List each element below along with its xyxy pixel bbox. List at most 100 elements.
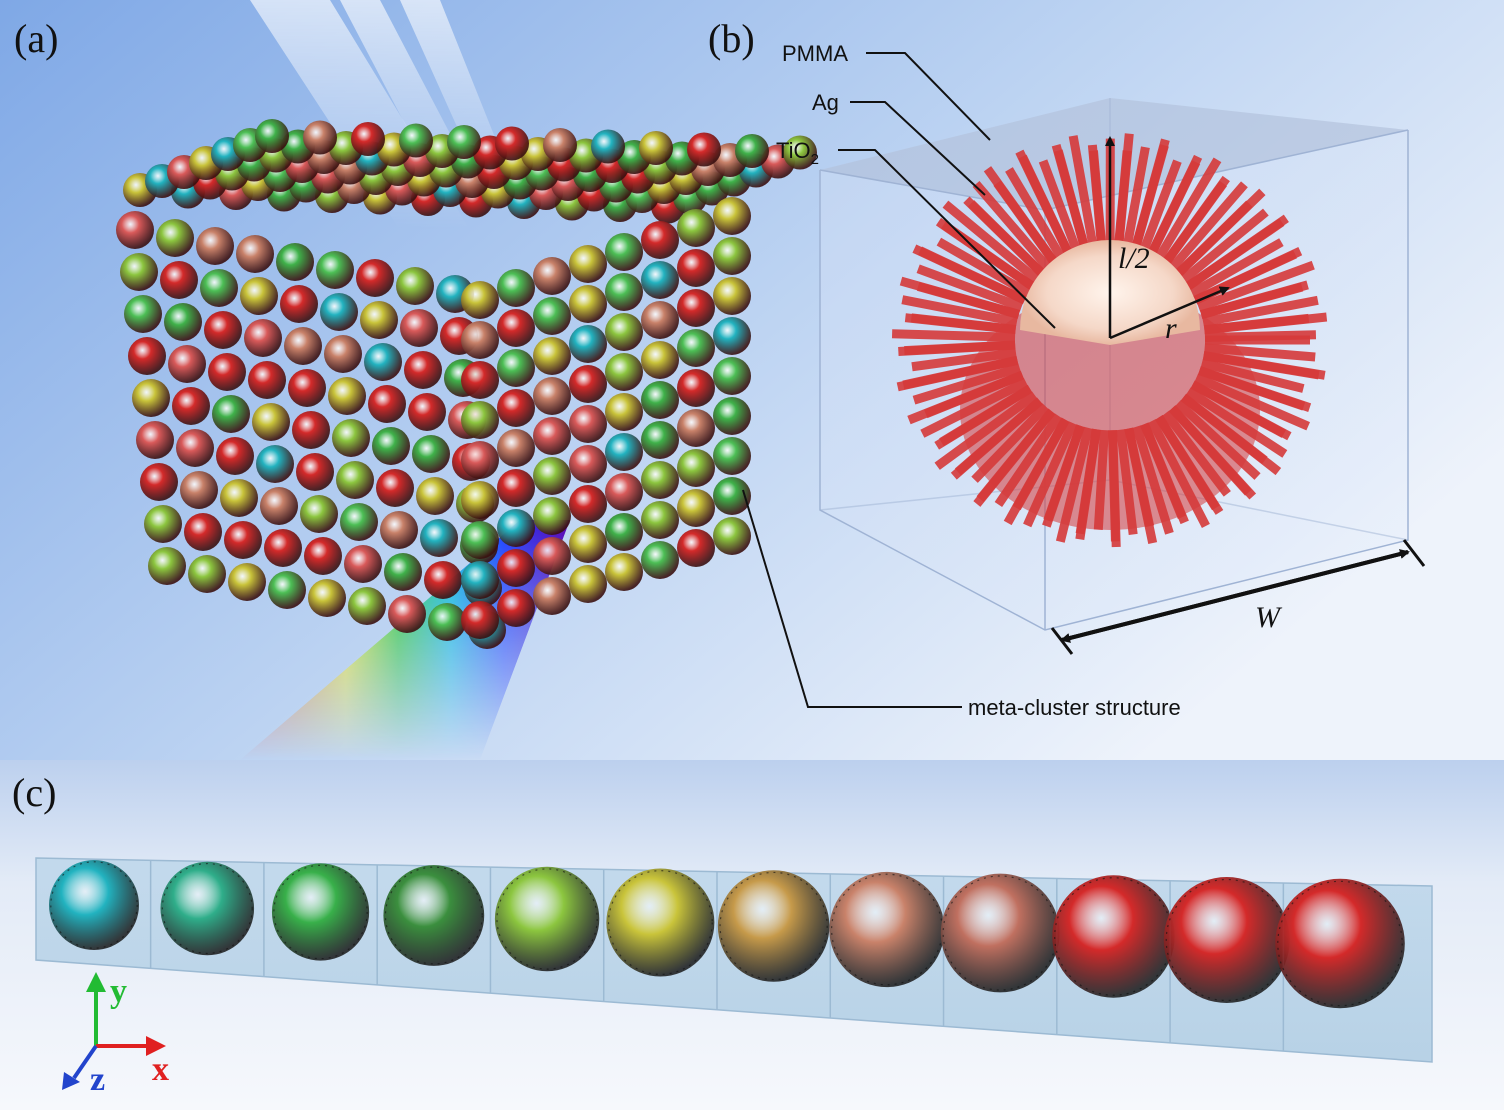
cluster-sphere <box>677 249 715 287</box>
cluster-sphere <box>605 353 643 391</box>
cluster-sphere <box>461 521 499 559</box>
ag-rod <box>1113 150 1132 251</box>
cluster-sphere <box>248 361 286 399</box>
cluster-sphere <box>461 601 499 639</box>
cluster-sphere <box>204 311 242 349</box>
strip-sphere <box>1052 875 1175 998</box>
cluster-sphere <box>244 319 282 357</box>
ag-rod <box>1087 144 1107 251</box>
tio2-label-base: TiO <box>776 138 811 163</box>
cluster-sphere <box>461 281 499 319</box>
cluster-sphere <box>605 233 643 271</box>
cluster-sphere <box>461 321 499 359</box>
cluster-sphere <box>308 579 346 617</box>
cluster-sphere <box>144 505 182 543</box>
cluster-sphere <box>569 285 607 323</box>
cluster-sphere <box>641 381 679 419</box>
cluster-sphere <box>292 411 330 449</box>
cluster-sphere <box>569 365 607 403</box>
cluster-sphere <box>533 537 571 575</box>
z-axis-arrowhead <box>62 1072 80 1090</box>
strip-sphere <box>829 871 945 988</box>
cluster-sphere <box>200 269 238 307</box>
cluster-sphere <box>713 397 751 435</box>
strip-sphere-rod-pattern <box>719 871 828 981</box>
ag-rod <box>904 313 1017 335</box>
width-tick-left <box>1050 627 1074 655</box>
cluster-sphere <box>296 453 334 491</box>
ag-rod <box>1184 214 1289 291</box>
cluster-sphere <box>364 343 402 381</box>
cluster-sphere <box>404 351 442 389</box>
cluster-sphere <box>132 379 170 417</box>
sphere-strip <box>35 857 1433 1063</box>
cluster-sphere <box>208 353 246 391</box>
strip-sphere <box>606 868 715 977</box>
meta-cluster-block <box>116 119 817 649</box>
x-axis-label: x <box>152 1051 169 1088</box>
cluster-sphere <box>148 547 186 585</box>
tio2-label-subscript: 2 <box>811 151 819 168</box>
cluster-sphere <box>332 419 370 457</box>
cluster-sphere <box>372 427 410 465</box>
axis-triad: y x z <box>62 972 169 1098</box>
cluster-sphere <box>304 537 342 575</box>
cluster-sphere <box>783 135 817 170</box>
width-label: W <box>1255 601 1283 634</box>
cluster-sphere <box>172 387 210 425</box>
cluster-sphere <box>639 131 673 165</box>
ag-rod <box>1038 159 1083 257</box>
cluster-sphere <box>356 259 394 297</box>
ag-nanorods <box>891 133 1328 548</box>
cluster-sphere <box>240 277 278 315</box>
cluster-sphere <box>461 561 499 599</box>
cluster-sphere <box>164 303 202 341</box>
cluster-sphere <box>677 489 715 527</box>
cluster-sphere <box>677 209 715 247</box>
cluster-sphere <box>212 395 250 433</box>
strip-sphere-rod-pattern <box>384 866 483 965</box>
cluster-sphere <box>569 445 607 483</box>
ag-rod <box>1166 181 1248 274</box>
cluster-sphere <box>160 261 198 299</box>
cluster-sphere <box>569 405 607 443</box>
cluster-sphere <box>336 461 374 499</box>
cluster-sphere <box>533 497 571 535</box>
y-axis-label: y <box>110 973 127 1010</box>
cluster-sphere <box>641 421 679 459</box>
cluster-sphere <box>136 421 174 459</box>
cluster-sphere <box>428 603 466 641</box>
radius-label: r <box>1165 312 1177 345</box>
ag-rod <box>993 180 1061 269</box>
cluster-sphere <box>677 289 715 327</box>
ag-rod <box>1121 146 1150 252</box>
tio2-leader <box>838 149 1056 329</box>
cluster-sphere <box>184 513 222 551</box>
ag-rod <box>1159 175 1230 269</box>
meta-cluster-leader <box>742 489 962 708</box>
cluster-sphere <box>360 301 398 339</box>
ag-rod <box>935 217 1036 291</box>
cluster-sphere <box>303 120 337 155</box>
cluster-sphere <box>713 277 751 315</box>
cluster-sphere <box>216 437 254 475</box>
ag-rod <box>916 282 1021 319</box>
ag-rod <box>1193 247 1303 305</box>
cluster-sphere <box>268 571 306 609</box>
cluster-sphere <box>224 521 262 559</box>
ag-rod <box>1051 144 1091 254</box>
cluster-sphere <box>220 479 258 517</box>
cluster-sphere <box>687 132 721 167</box>
strip-sphere <box>1275 878 1405 1009</box>
cluster-sphere <box>196 227 234 265</box>
cluster-sphere <box>461 401 499 439</box>
panel-label-c: (c) <box>12 770 56 815</box>
ag-rod <box>916 264 1024 312</box>
cluster-sphere <box>641 301 679 339</box>
radius-arrow <box>1109 286 1230 340</box>
z-axis-arrow <box>72 1044 98 1080</box>
cluster-sphere <box>396 267 434 305</box>
x-axis-arrowhead <box>146 1036 166 1056</box>
tio2-label: TiO2 <box>776 138 819 168</box>
cluster-sphere <box>120 253 158 291</box>
